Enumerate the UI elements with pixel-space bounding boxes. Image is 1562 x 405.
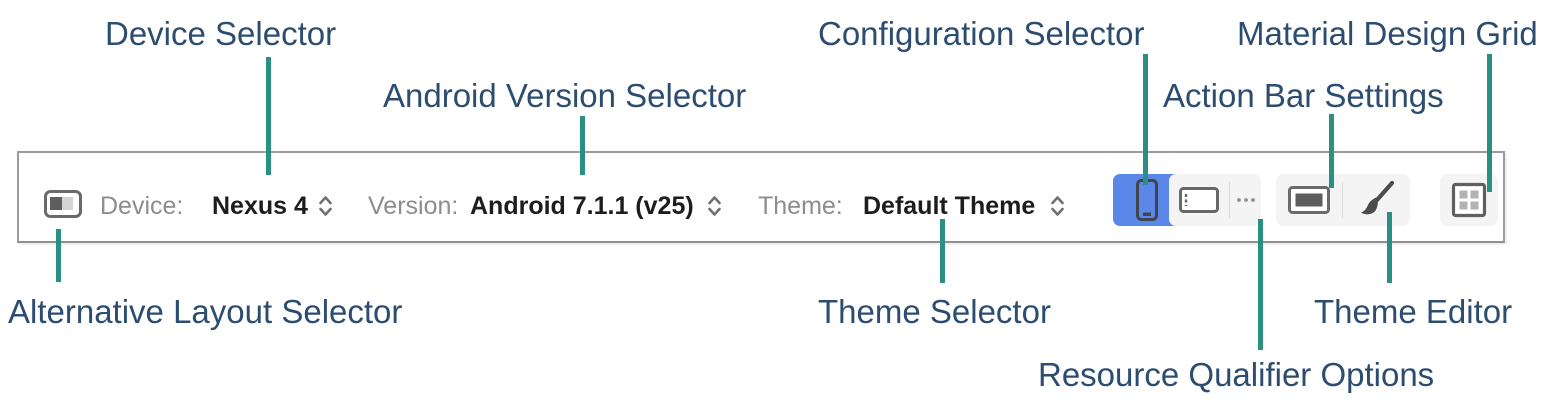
version-value: Android 7.1.1 (v25)	[470, 192, 694, 220]
button-separator	[1342, 182, 1343, 218]
label-android-version-selector: Android Version Selector	[383, 77, 747, 114]
combo-arrows-icon	[706, 193, 723, 219]
resource-qualifier-options-button[interactable]	[1230, 174, 1261, 226]
action-bar-settings-button[interactable]	[1276, 174, 1342, 226]
label-device-selector: Device Selector	[105, 15, 337, 52]
ellipsis-icon	[1235, 196, 1257, 204]
theme-value: Default Theme	[863, 192, 1036, 220]
theme-selector-combo[interactable]: Default Theme	[863, 190, 1066, 222]
label-configuration-selector: Configuration Selector	[818, 15, 1145, 52]
connector-resource-qualifier	[1258, 219, 1263, 350]
label-alternative-layout-selector: Alternative Layout Selector	[8, 293, 403, 330]
material-grid-icon	[1450, 181, 1488, 219]
connector-configuration	[1143, 54, 1148, 185]
layout-toggle-icon	[43, 189, 83, 219]
version-label: Version:	[368, 192, 459, 220]
connector-theme-selector	[940, 219, 945, 283]
configuration-button-group	[1169, 174, 1261, 226]
paintbrush-icon	[1357, 180, 1397, 220]
label-resource-qualifier-options: Resource Qualifier Options	[1038, 356, 1435, 393]
theme-label: Theme:	[758, 192, 843, 220]
alternative-layout-selector-button[interactable]	[43, 189, 83, 219]
label-theme-selector: Theme Selector	[818, 293, 1051, 330]
label-action-bar-settings: Action Bar Settings	[1163, 77, 1444, 114]
device-selector-combo[interactable]: Nexus 4	[212, 190, 334, 222]
layout-editor-toolbar: Device: Nexus 4 Version: Android 7.1.1 (…	[17, 151, 1505, 243]
appearance-button-group	[1276, 174, 1410, 226]
label-theme-editor: Theme Editor	[1314, 293, 1513, 330]
combo-arrows-icon	[1049, 193, 1066, 219]
device-value: Nexus 4	[212, 192, 308, 220]
button-separator	[1229, 182, 1230, 218]
connector-device-selector	[266, 57, 271, 175]
connector-action-bar	[1329, 114, 1334, 188]
android-version-selector-combo[interactable]: Android 7.1.1 (v25)	[470, 190, 723, 222]
connector-version-selector	[580, 116, 585, 175]
action-bar-icon	[1286, 183, 1332, 217]
phone-landscape-icon	[1177, 184, 1221, 216]
connector-theme-editor	[1387, 212, 1392, 283]
connector-material-grid	[1487, 54, 1492, 192]
device-label: Device:	[100, 192, 184, 220]
label-material-design-grid: Material Design Grid	[1237, 15, 1538, 52]
configuration-landscape-button[interactable]	[1169, 174, 1229, 226]
combo-arrows-icon	[317, 193, 334, 219]
connector-alternative-layout	[56, 229, 61, 282]
theme-editor-button[interactable]	[1343, 174, 1410, 226]
